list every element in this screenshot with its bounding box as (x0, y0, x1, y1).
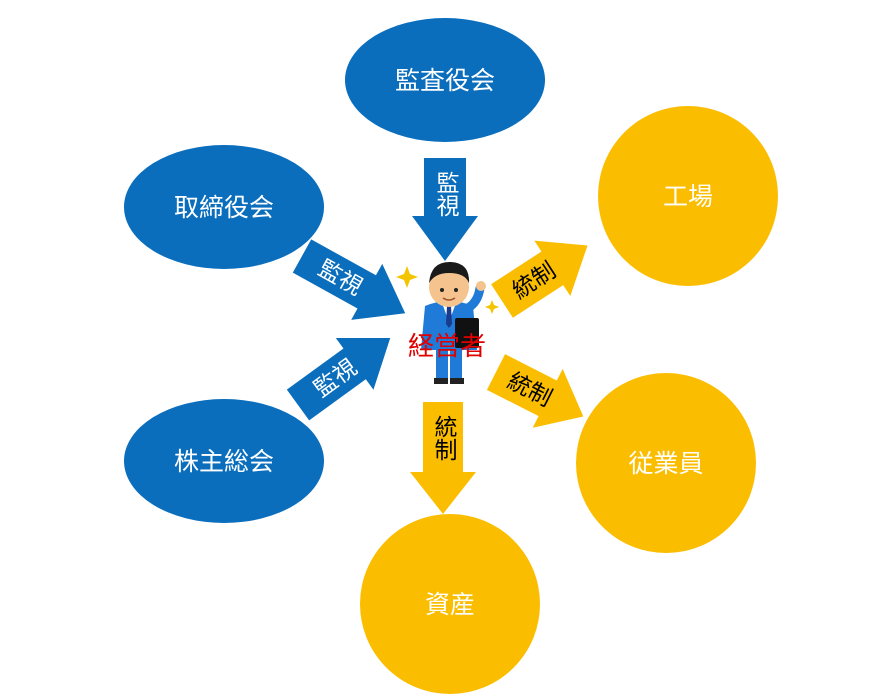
arrow-monitor-from-shareholders-meeting: 監視 (286, 337, 391, 421)
arrow-monitor-from-audit-board (412, 158, 478, 261)
arrow-monitor-from-board-of-directors: 監視 (292, 239, 406, 320)
node-shareholders-meeting (124, 399, 324, 523)
node-shareholders-meeting-label: 株主総会 (174, 447, 274, 476)
arrow-control-to-factory: 統制 (491, 240, 588, 318)
node-audit-board-label: 監査役会 (395, 66, 495, 95)
node-board-of-directors (124, 145, 324, 269)
arrow-monitor-from-audit-board-label: 監視 (432, 171, 460, 217)
node-employees-label: 従業員 (628, 449, 703, 478)
arrow-control-to-assets (410, 402, 476, 514)
node-board-of-directors-label: 取締役会 (174, 193, 274, 222)
arrow-control-to-assets-label: 統制 (430, 415, 458, 461)
node-employees (576, 373, 756, 553)
arrow-control-to-employees: 統制 (486, 354, 584, 428)
node-assets (360, 514, 540, 694)
node-factory-label: 工場 (663, 182, 713, 211)
node-factory (598, 106, 778, 286)
manager-label: 経営者 (408, 332, 486, 362)
businessman-icon (396, 261, 499, 384)
node-assets-label: 資産 (425, 590, 475, 619)
node-audit-board (345, 18, 545, 142)
